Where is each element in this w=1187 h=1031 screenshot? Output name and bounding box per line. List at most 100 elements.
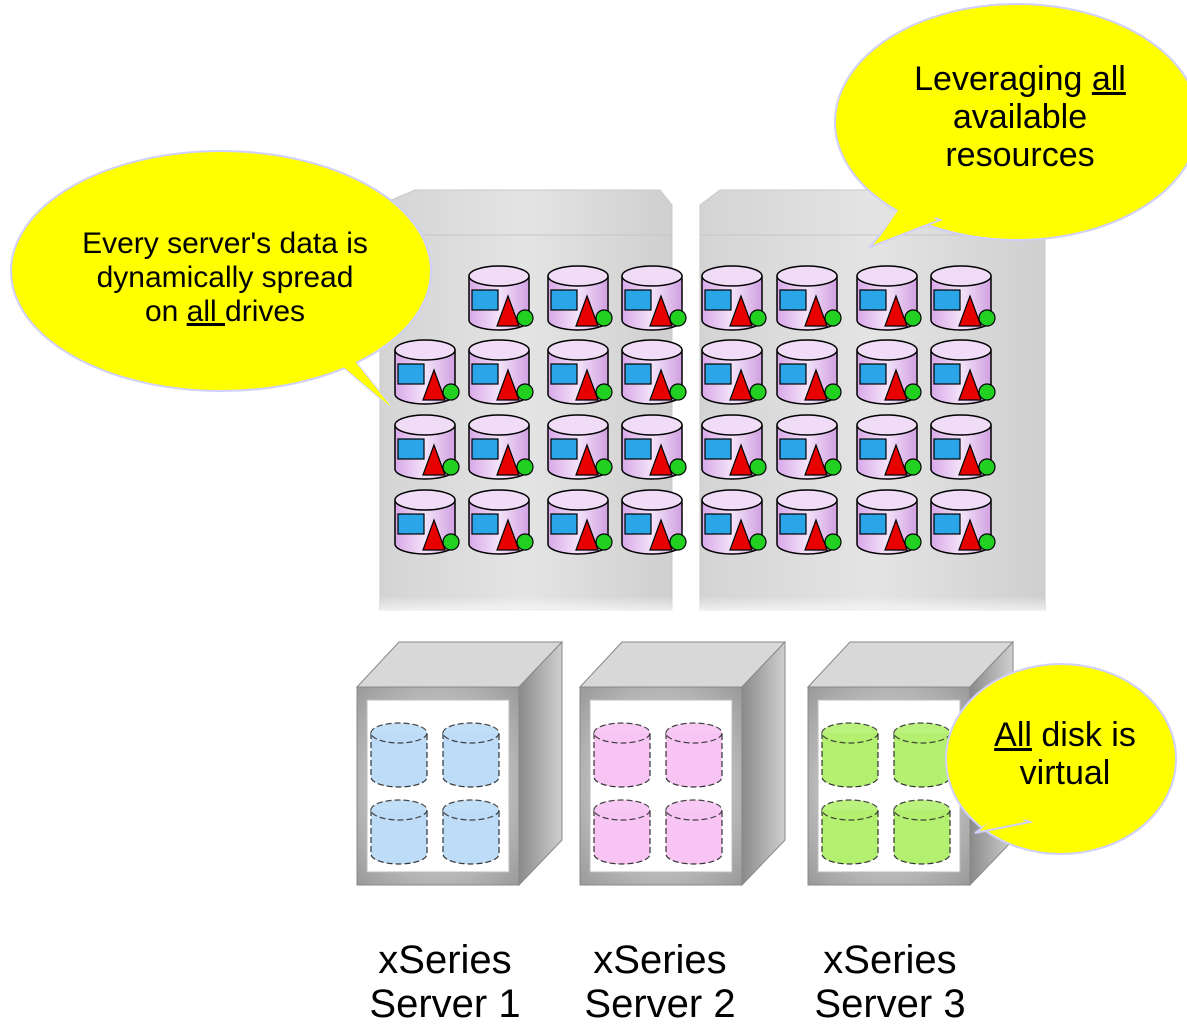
data-triangle-icon [729,368,753,401]
data-circle-icon [595,309,613,327]
data-circle-icon [516,309,534,327]
callout-virtual-line2: virtual [1019,754,1111,792]
data-square-icon [471,438,499,460]
data-triangle-icon [958,518,982,551]
virtual-disk-icon [665,799,723,865]
data-square-icon [859,513,887,535]
data-triangle-icon [422,518,446,551]
storage-drive [776,414,842,480]
data-square-icon [704,438,732,460]
data-triangle-icon [649,368,673,401]
emphasis-all: all [186,295,226,328]
data-square-icon [397,438,425,460]
storage-drive [930,339,996,405]
data-circle-icon [749,458,767,476]
data-triangle-icon [575,368,599,401]
storage-drive [468,489,534,555]
data-triangle-icon [729,294,753,327]
storage-drive [468,339,534,405]
data-square-icon [550,438,578,460]
emphasis-all: all [1091,60,1126,98]
virtual-disk-icon [370,799,428,865]
storage-drive [621,489,687,555]
data-square-icon [779,289,807,311]
data-square-icon [704,513,732,535]
data-triangle-icon [729,518,753,551]
storage-drive [621,339,687,405]
data-circle-icon [669,383,687,401]
callout-leverage-line3: resources [945,136,1095,174]
virtual-disk-icon [893,722,951,788]
virtual-disk-icon [442,799,500,865]
storage-drive [621,265,687,331]
data-circle-icon [516,383,534,401]
data-triangle-icon [496,443,520,476]
virtual-disk-icon [442,722,500,788]
storage-drive [701,414,767,480]
data-square-icon [624,438,652,460]
emphasis-all: All [994,716,1032,754]
data-triangle-icon [496,368,520,401]
data-triangle-icon [884,518,908,551]
data-circle-icon [749,383,767,401]
data-square-icon [704,289,732,311]
data-square-icon [704,363,732,385]
data-triangle-icon [804,294,828,327]
data-square-icon [550,363,578,385]
data-triangle-icon [884,443,908,476]
callout-virtual-line1: All disk is [994,716,1136,754]
data-triangle-icon [958,443,982,476]
data-triangle-icon [649,518,673,551]
data-square-icon [779,363,807,385]
data-circle-icon [669,458,687,476]
callout-leverage [834,3,1187,250]
data-circle-icon [824,383,842,401]
data-triangle-icon [729,443,753,476]
storage-drive [701,339,767,405]
data-square-icon [933,289,961,311]
data-square-icon [550,289,578,311]
data-circle-icon [516,458,534,476]
data-triangle-icon [496,518,520,551]
storage-drive [856,339,922,405]
storage-drive [547,339,613,405]
storage-drive [856,265,922,331]
data-circle-icon [595,533,613,551]
data-square-icon [624,289,652,311]
virtual-disk-icon [593,799,651,865]
data-square-icon [471,289,499,311]
storage-drive [856,414,922,480]
callout-leverage-text: Leveraging all available resources [870,60,1170,174]
virtual-disk-icon [893,799,951,865]
callout-spread-line2: dynamically spread [96,261,354,294]
callout-spread [10,150,432,409]
data-circle-icon [978,309,996,327]
data-square-icon [624,513,652,535]
data-triangle-icon [958,294,982,327]
data-square-icon [933,513,961,535]
storage-drive [621,414,687,480]
drive-array [394,265,996,555]
data-square-icon [779,513,807,535]
data-triangle-icon [958,368,982,401]
storage-drive [547,414,613,480]
data-triangle-icon [422,368,446,401]
callout-spread-line3: on all drives [144,295,306,328]
data-circle-icon [749,533,767,551]
data-circle-icon [904,383,922,401]
data-circle-icon [904,309,922,327]
data-circle-icon [516,533,534,551]
data-triangle-icon [804,368,828,401]
storage-drive [776,265,842,331]
data-circle-icon [669,309,687,327]
storage-drive [468,414,534,480]
data-triangle-icon [575,294,599,327]
storage-drive [776,339,842,405]
server-boxes [355,640,1015,887]
callout-spread-text: Every server's data is dynamically sprea… [40,227,410,329]
data-square-icon [933,438,961,460]
virtual-disk-icon [665,722,723,788]
data-circle-icon [442,383,460,401]
